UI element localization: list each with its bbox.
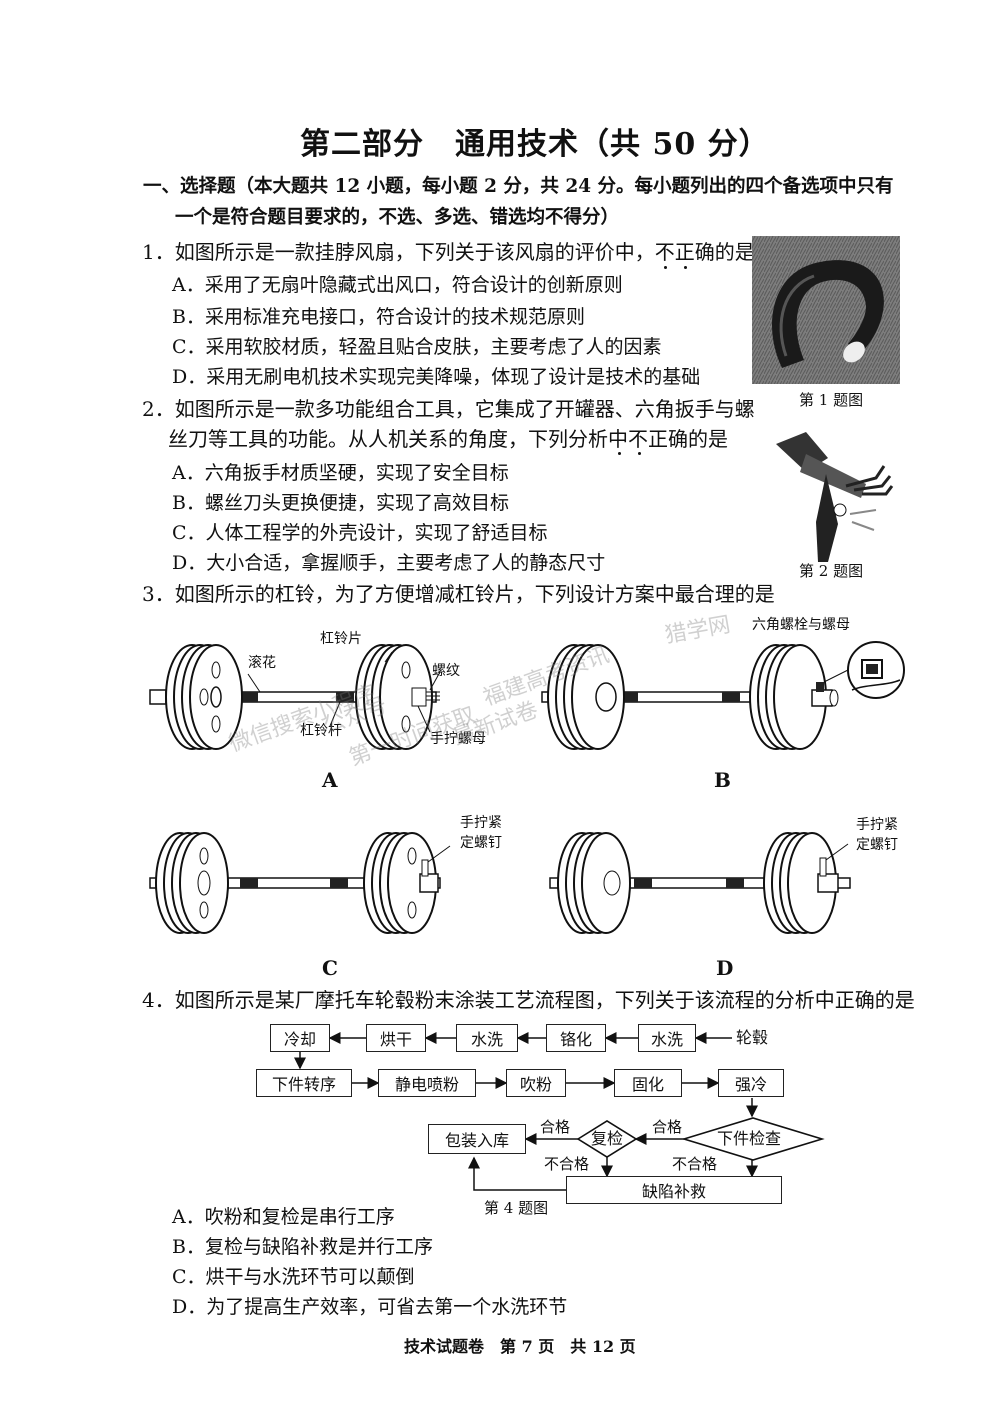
flow-fail-label-2: 不合格: [672, 1155, 718, 1173]
flow-transfer: 下件转序: [256, 1069, 352, 1097]
flow-inspect: 下件检查: [717, 1129, 782, 1148]
emphasis-dot: [638, 452, 641, 455]
q1-option-a: A．采用了无扇叶隐藏式出风口，符合设计的创新原则: [172, 274, 623, 296]
option-c-label: C: [322, 956, 338, 980]
flow-storage: 包装入库: [428, 1124, 526, 1154]
flow-recheck: 复检: [591, 1129, 624, 1148]
emphasis-dot: [618, 452, 621, 455]
label-plate: 杠铃片: [320, 631, 362, 647]
barbell-c: [149, 832, 451, 934]
flow-fail-label-1: 不合格: [544, 1155, 590, 1173]
label-bar: 杠铃杆: [300, 723, 342, 739]
q2-option-c: C．人体工程学的外壳设计，实现了舒适目标: [172, 522, 548, 544]
flow-washing-1: 水洗: [638, 1024, 696, 1052]
flow-cooling: 冷却: [270, 1024, 330, 1052]
q1-option-c: C．采用软胶材质，轻盈且贴合皮肤，主要考虑了人的因素: [172, 336, 662, 358]
section-heading-line1: 一、选择题（本大题共 12 小题，每小题 2 分，共 24 分。每小题列出的四个…: [143, 176, 894, 197]
q2-option-d: D．大小合适，拿握顺手，主要考虑了人的静态尺寸: [172, 552, 606, 574]
page-title: 第二部分 通用技术（共 50 分）: [300, 127, 770, 162]
q4-stem: 4．如图所示是某厂摩托车轮毂粉末涂装工艺流程图，下列关于该流程的分析中正确的是: [142, 988, 915, 1012]
flow-pass-label-1: 合格: [540, 1118, 571, 1136]
q4-option-a: A．吹粉和复检是串行工序: [172, 1206, 395, 1228]
flow-repair: 缺陷补救: [566, 1176, 782, 1204]
page-footer: 技术试题卷 第 7 页 共 12 页: [404, 1337, 636, 1356]
flow-spraying: 静电喷粉: [378, 1069, 476, 1097]
q4-option-d: D．为了提高生产效率，可省去第一个水洗环节: [172, 1296, 568, 1318]
emphasis-dot: [664, 266, 667, 269]
flow-pass-label-2: 合格: [652, 1118, 683, 1136]
label-c-screw-2: 定螺钉: [460, 835, 502, 851]
flow-blowing: 吹粉: [506, 1069, 566, 1097]
q1-option-d: D．采用无刷电机技术实现完美降噪，体现了设计是技术的基础: [172, 366, 701, 388]
q1-caption: 第 1 题图: [799, 391, 864, 409]
label-d-screw-2: 定螺钉: [856, 837, 898, 853]
multi-tool-image: [776, 432, 894, 562]
recheck-diamond: [576, 1120, 638, 1158]
q1-option-b: B．采用标准充电接口，符合设计的技术规范原则: [172, 306, 585, 328]
barbell-d: [549, 832, 851, 934]
neck-fan-image: [752, 236, 900, 384]
q2-option-a: A．六角扳手材质坚硬，实现了安全目标: [172, 462, 509, 484]
q2-stem-line2: 丝刀等工具的功能。从人机关系的角度，下列分析中不正确的是: [168, 427, 728, 451]
flow-chromating: 铬化: [546, 1024, 606, 1052]
q4-option-c: C．烘干与水洗环节可以颠倒: [172, 1266, 415, 1288]
label-hand-nut: 手拧螺母: [430, 731, 486, 747]
label-d-screw-1: 手拧紧: [856, 817, 898, 833]
option-a-label: A: [322, 768, 338, 792]
barbell-b: [541, 641, 905, 750]
option-b-label: B: [714, 768, 731, 792]
q2-caption: 第 2 题图: [799, 562, 864, 580]
label-c-screw-1: 手拧紧: [460, 815, 502, 831]
section-heading-line2: 一个是符合题目要求的，不选、多选、错选均不得分）: [175, 207, 620, 228]
q1-stem: 1．如图所示是一款挂脖风扇，下列关于该风扇的评价中，不正确的是: [142, 240, 755, 264]
emphasis-dot: [684, 266, 687, 269]
q2-option-b: B．螺丝刀头更换便捷，实现了高效目标: [172, 492, 509, 514]
flow-strong-cooling: 强冷: [718, 1069, 784, 1097]
label-knurl: 滚花: [248, 655, 276, 671]
q4-option-b: B．复检与缺陷补救是并行工序: [172, 1236, 433, 1258]
barbell-a: [149, 644, 441, 750]
flow-washing-2: 水洗: [456, 1024, 518, 1052]
inspect-diamond: [681, 1117, 825, 1161]
flow-drying: 烘干: [366, 1024, 426, 1052]
q4-caption: 第 4 题图: [484, 1199, 549, 1217]
label-hex-bolt: 六角螺栓与螺母: [752, 617, 850, 633]
q3-stem: 3．如图所示的杠铃，为了方便增减杠铃片，下列设计方案中最合理的是: [142, 582, 775, 606]
flow-input-hub: 轮毂: [736, 1028, 769, 1047]
q2-stem-line1: 2．如图所示是一款多功能组合工具，它集成了开罐器、六角扳手与螺: [142, 397, 755, 421]
option-d-label: D: [716, 956, 734, 980]
label-thread: 螺纹: [432, 663, 460, 679]
flow-curing: 固化: [614, 1069, 682, 1097]
